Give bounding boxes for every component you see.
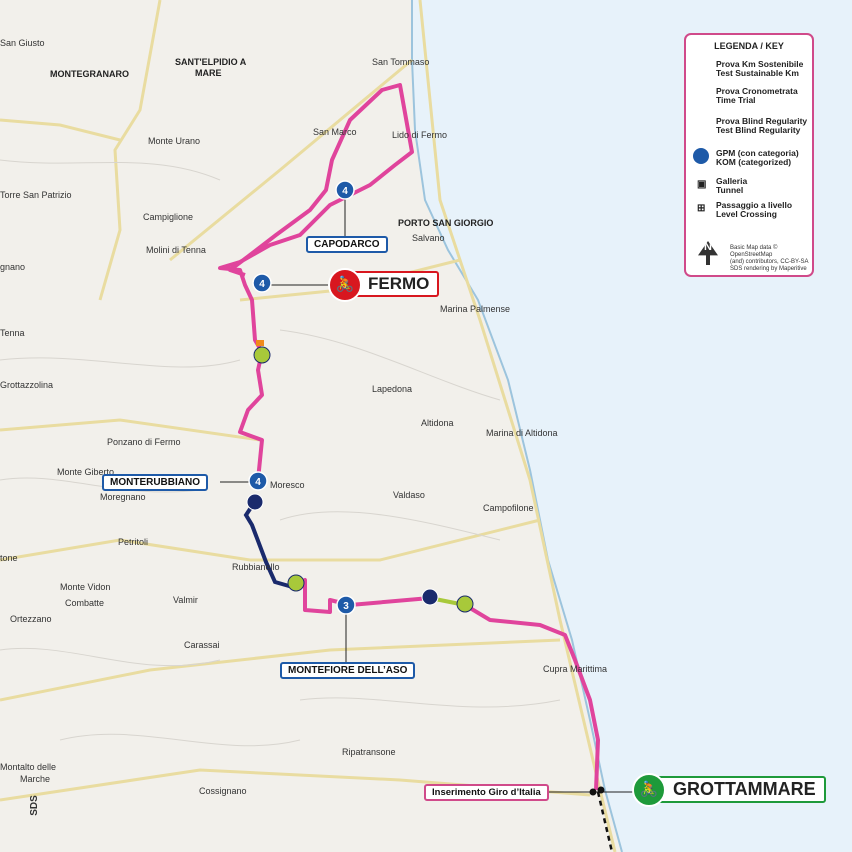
- town-label: SANT'ELPIDIO A: [175, 57, 247, 67]
- town-label: Marina di Altidona: [486, 428, 558, 438]
- town-label: MARE: [195, 68, 222, 78]
- town-label: Tenna: [0, 328, 25, 338]
- route-pink-north: [218, 83, 414, 481]
- legend-item-kom: GPM (con categoria)KOM (categorized): [716, 148, 799, 167]
- town-label: Monte Urano: [148, 136, 201, 146]
- town-label: Marina Palmense: [440, 304, 511, 314]
- coastline: [411, 0, 623, 852]
- orange-marker: [256, 340, 264, 346]
- callout-montefiore: MONTEFIORE DELL’ASO: [280, 662, 416, 679]
- town-label: Petritoli: [118, 537, 149, 547]
- town-label: Valmir: [173, 595, 198, 605]
- town-label: Torre San Patrizio: [0, 190, 72, 200]
- kom-icon: [693, 148, 709, 164]
- town-label: Rubbianello: [232, 562, 280, 572]
- route-pink-south: [295, 578, 431, 614]
- town-label: Grottazzolina: [0, 380, 54, 390]
- start-cyclist-icon: 🚴: [632, 773, 666, 807]
- town-label: San Giusto: [0, 38, 45, 48]
- finish-city-label[interactable]: FERMO: [340, 271, 440, 297]
- town-label: Salvano: [412, 233, 445, 243]
- kom-markers: 4 4 4 3: [248, 180, 356, 615]
- town-label: San Marco: [313, 127, 357, 137]
- town-label: Campofilone: [483, 503, 534, 513]
- kom-icon: [335, 180, 355, 200]
- level-crossing-icon: ⊞: [697, 203, 706, 214]
- town-label: Cupra Marittima: [543, 664, 608, 674]
- finish-cyclist-icon: 🚴: [328, 268, 362, 302]
- town-label: tone: [0, 553, 18, 563]
- start-point: [589, 788, 597, 796]
- terrain-lines: [0, 159, 561, 747]
- town-label: Campiglione: [143, 212, 194, 222]
- kom-icon: [248, 471, 268, 491]
- sds-label: SDS: [28, 795, 40, 816]
- kom-icon: [252, 273, 272, 293]
- callout-inserimento: Inserimento Giro d’Italia: [424, 784, 549, 801]
- town-label: Monte Giberto: [57, 467, 115, 477]
- kom-category-fermo: 4: [259, 279, 265, 290]
- legend-title: LEGENDA / KEY: [714, 41, 784, 51]
- map-credits: Basic Map data © OpenStreetMap(and) cont…: [730, 245, 809, 272]
- kom-icon: [336, 595, 356, 615]
- timing-icons: [246, 346, 474, 613]
- town-label: Cossignano: [199, 786, 247, 796]
- kom-category-monterubbiano: 4: [255, 477, 261, 488]
- town-label: Monte Vidon: [60, 582, 111, 592]
- time-trial-icon: [253, 346, 271, 364]
- town-label: Marche: [20, 774, 51, 784]
- town-label: Lido di Fermo: [392, 130, 448, 140]
- town-label: Ponzano di Fermo: [107, 437, 181, 447]
- start-city-label[interactable]: GROTTAMMARE: [645, 776, 826, 803]
- town-label: Combatte: [65, 598, 105, 608]
- town-label: Altidona: [421, 418, 454, 428]
- blind-regularity-icon: [421, 588, 439, 606]
- town-label: Montalto delle: [0, 762, 57, 772]
- route-dark-segment: [243, 498, 297, 590]
- town-label: Carassai: [184, 640, 220, 650]
- town-label: MONTEGRANARO: [50, 69, 129, 79]
- town-label: PORTO SAN GIORGIO: [398, 218, 494, 228]
- town-label: Valdaso: [393, 490, 425, 500]
- kom-category-capodarco: 4: [342, 186, 348, 197]
- time-trial-icon: [287, 574, 305, 592]
- callout-capodarco: CAPODARCO: [306, 236, 388, 253]
- town-label: gnano: [0, 262, 26, 272]
- town-label: Lapedona: [372, 384, 413, 394]
- callout-monterubbiano: MONTERUBBIANO: [102, 474, 208, 491]
- town-label: Molini di Tenna: [146, 245, 206, 255]
- route-pink-coast: [463, 603, 600, 791]
- town-label: San Tommaso: [372, 57, 430, 67]
- blind-regularity-icon: [246, 493, 264, 511]
- kom-category-montefiore: 3: [343, 601, 349, 612]
- town-label: Ortezzano: [10, 614, 52, 624]
- insertion-point: [597, 786, 605, 794]
- town-label: Ripatransone: [342, 747, 396, 757]
- north-arrow-icon: N: [698, 241, 718, 265]
- railway-dashed: [596, 791, 614, 852]
- town-label: Moregnano: [100, 492, 146, 502]
- town-label: Moresco: [270, 480, 305, 490]
- sustainable-km-icon: [456, 595, 474, 613]
- tunnel-icon: ▣: [697, 179, 707, 190]
